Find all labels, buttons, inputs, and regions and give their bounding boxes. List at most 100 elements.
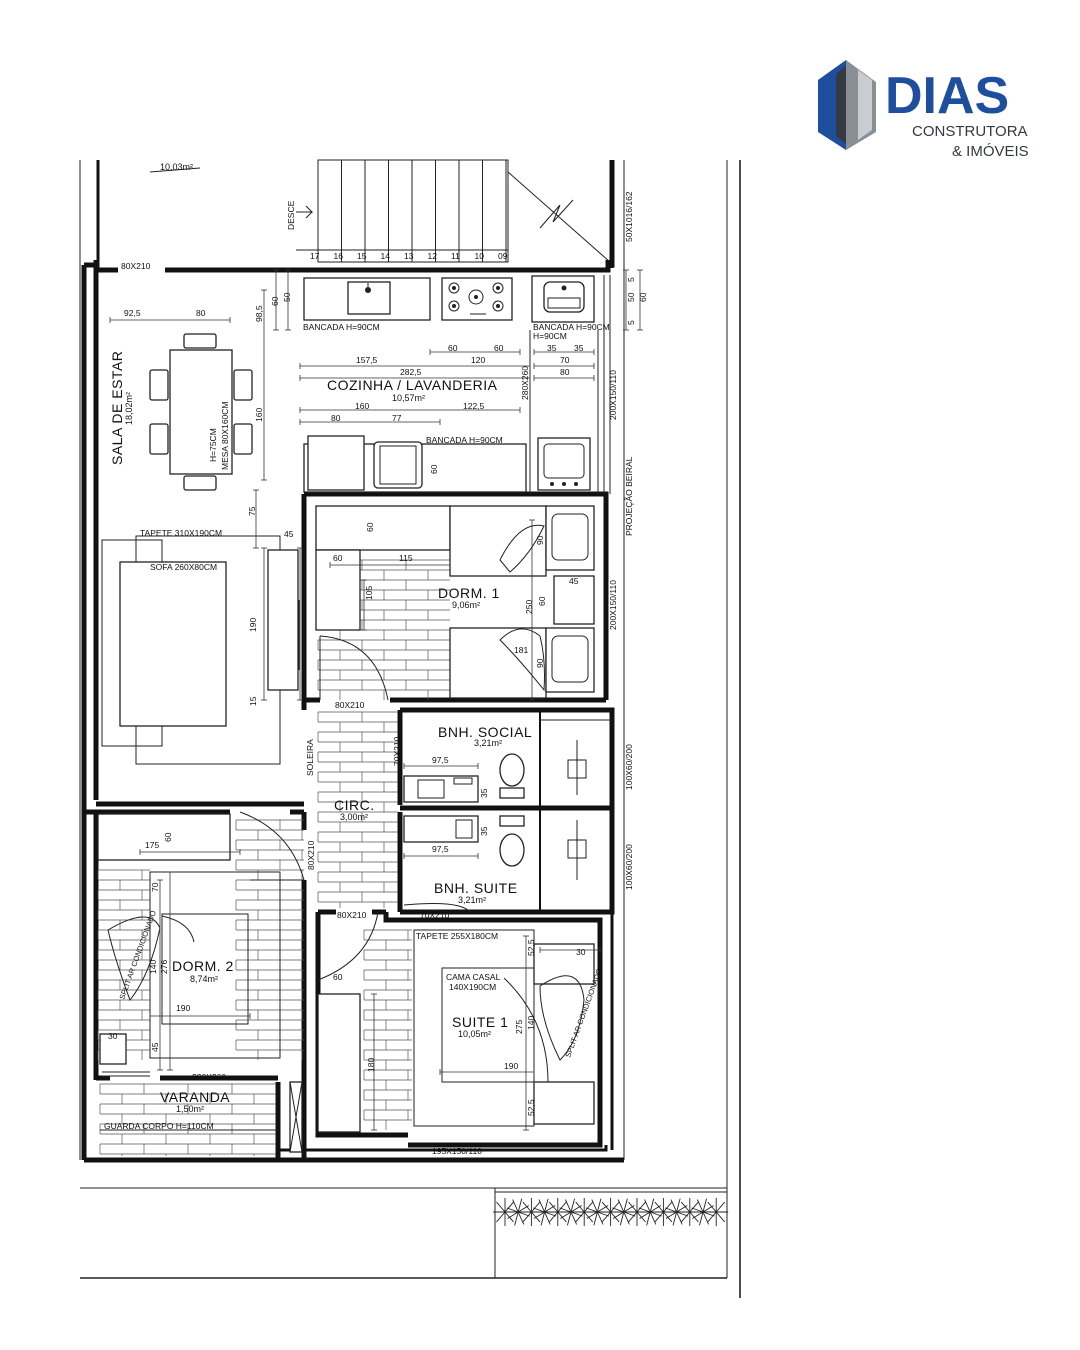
logo-line1: CONSTRUTORA: [912, 123, 1028, 140]
dining-table: [149, 333, 253, 491]
cama-label: CAMA CASAL: [446, 972, 501, 982]
room-dorm2-name: DORM. 2: [172, 958, 234, 974]
stair-number: 13: [404, 251, 414, 261]
room-sala-area: 18,02m²: [124, 392, 134, 425]
room-circ-name: CIRC.: [334, 797, 375, 813]
win-bs-label: 100X60/200: [624, 744, 634, 790]
room-dorm1-name: DORM. 1: [438, 585, 500, 601]
room-suite1-name: SUITE 1: [452, 1014, 508, 1030]
mesa-h-label: H=75CM: [208, 428, 218, 462]
dorm1-furniture: [315, 505, 595, 701]
suite-furniture: [317, 929, 595, 1133]
dim-text: 80: [331, 413, 341, 423]
circ-door-swings: [239, 811, 379, 981]
door-circ-label: 80X210: [306, 840, 316, 870]
dim-text: 280X260: [520, 366, 530, 400]
stair-number: 12: [428, 251, 438, 261]
dim-text: 60: [448, 343, 458, 353]
room-suite1-area: 10,05m²: [458, 1029, 491, 1039]
dim-text: 60: [429, 464, 439, 474]
dim-text: 45: [569, 576, 579, 586]
stair-number: 16: [334, 251, 344, 261]
site-lines: [79, 160, 741, 1298]
dim-text: 50: [626, 292, 636, 302]
room-dorm1-area: 9,06m²: [452, 600, 480, 610]
dim-text: 276: [159, 960, 169, 974]
bancada2-h: H=90CM: [533, 331, 567, 341]
bancada3-label: BANCADA H=90CM: [426, 435, 503, 445]
dimension-text: 92,5 80 98,5 60 50 157,5 282,5 60 120 60…: [108, 277, 648, 1116]
dim-text: 30: [108, 1031, 118, 1041]
kitchen-counter-top: [303, 275, 595, 323]
room-sala-name: SALA DE ESTAR: [109, 351, 125, 465]
floor-hatch: [97, 559, 450, 1156]
door-d2-label: 80X210: [337, 910, 367, 920]
dim-text: 75: [247, 506, 257, 516]
dim-text: 80: [560, 367, 570, 377]
dim-text: 97,5: [432, 755, 449, 765]
win-d1-label: 200X150/110: [608, 580, 618, 630]
stair-number: 10: [475, 251, 485, 261]
dim-text: 60: [163, 832, 173, 842]
dim-text: 98,5: [254, 305, 264, 322]
bathroom-suite-fixtures: [403, 815, 587, 913]
room-varanda-name: VARANDA: [160, 1089, 230, 1105]
door-top-label: 80X210: [121, 261, 151, 271]
bancada2-label: BANCADA H=90CM: [533, 322, 610, 332]
garden-hedge: [493, 1198, 729, 1226]
mesa-label: MESA 80X160CM: [220, 401, 230, 470]
dim-text: 45: [150, 1042, 160, 1052]
dim-text: 70: [150, 882, 160, 892]
dim-text: 60: [270, 296, 280, 306]
dim-text: 15: [248, 696, 258, 706]
dim-text: 80: [196, 308, 206, 318]
bancada1-label: BANCADA H=90CM: [303, 322, 380, 332]
dim-text: 140: [526, 1016, 536, 1030]
room-bnh-suite-name: BNH. SUITE: [434, 880, 518, 896]
soleira-label: SOLEIRA: [305, 739, 315, 776]
dim-text: 52,5: [526, 1099, 536, 1116]
dim-text: 157,5: [356, 355, 378, 365]
dim-text: 35: [547, 343, 557, 353]
room-circ-area: 3,00m²: [340, 812, 368, 822]
dim-text: 275: [514, 1020, 524, 1034]
sofa-label: SOFA 260X80CM: [150, 562, 217, 572]
dim-text: 190: [504, 1061, 518, 1071]
dim-text: 60: [365, 522, 375, 532]
desce-label: DESCE: [286, 200, 296, 230]
dim-text: 97,5: [432, 844, 449, 854]
door-bs-label: 70X210: [392, 736, 402, 766]
dim-text: 30: [576, 947, 586, 957]
dim-text: 5: [626, 277, 636, 282]
dim-text: 180: [366, 1058, 376, 1072]
room-varanda-area: 1,50m²: [176, 1104, 204, 1114]
tapete-suite-label: TAPETE 255X180CM: [416, 931, 498, 941]
room-bnh-social-name: BNH. SOCIAL: [438, 724, 532, 740]
split1-label: SPLIT AR CONDICIONADO: [117, 909, 158, 1001]
top-area-label: 10,03m²: [160, 162, 193, 172]
dim-text: 60: [638, 292, 648, 302]
dim-text: 92,5: [124, 308, 141, 318]
guarda-label: GUARDA CORPO H=110CM: [104, 1121, 214, 1131]
dim-text: 160: [254, 408, 264, 422]
dim-text: 90: [535, 658, 545, 668]
dim-text: 250: [524, 600, 534, 614]
dim-text: 190: [176, 1003, 190, 1013]
door-d1-label: 80X210: [335, 700, 365, 710]
stair-number: 11: [451, 251, 460, 261]
stair-number: 15: [357, 251, 367, 261]
walls: [81, 160, 624, 1163]
dim-text: 60: [333, 972, 343, 982]
win-bottom-label: 195X150/110: [432, 1146, 482, 1156]
kitchen-counter-bottom: [303, 275, 611, 494]
door-bsu-label: 70X210: [420, 910, 450, 920]
projecao-label: PROJEÇÃO BEIRAL: [624, 456, 634, 536]
dim-text: 70: [560, 355, 570, 365]
dim-text: 35: [479, 788, 489, 798]
stair-number: 09: [498, 251, 508, 261]
dim-text: 45: [284, 529, 294, 539]
room-bnh-suite-area: 3,21m²: [458, 895, 486, 905]
bathroom-social-fixtures: [403, 719, 612, 803]
